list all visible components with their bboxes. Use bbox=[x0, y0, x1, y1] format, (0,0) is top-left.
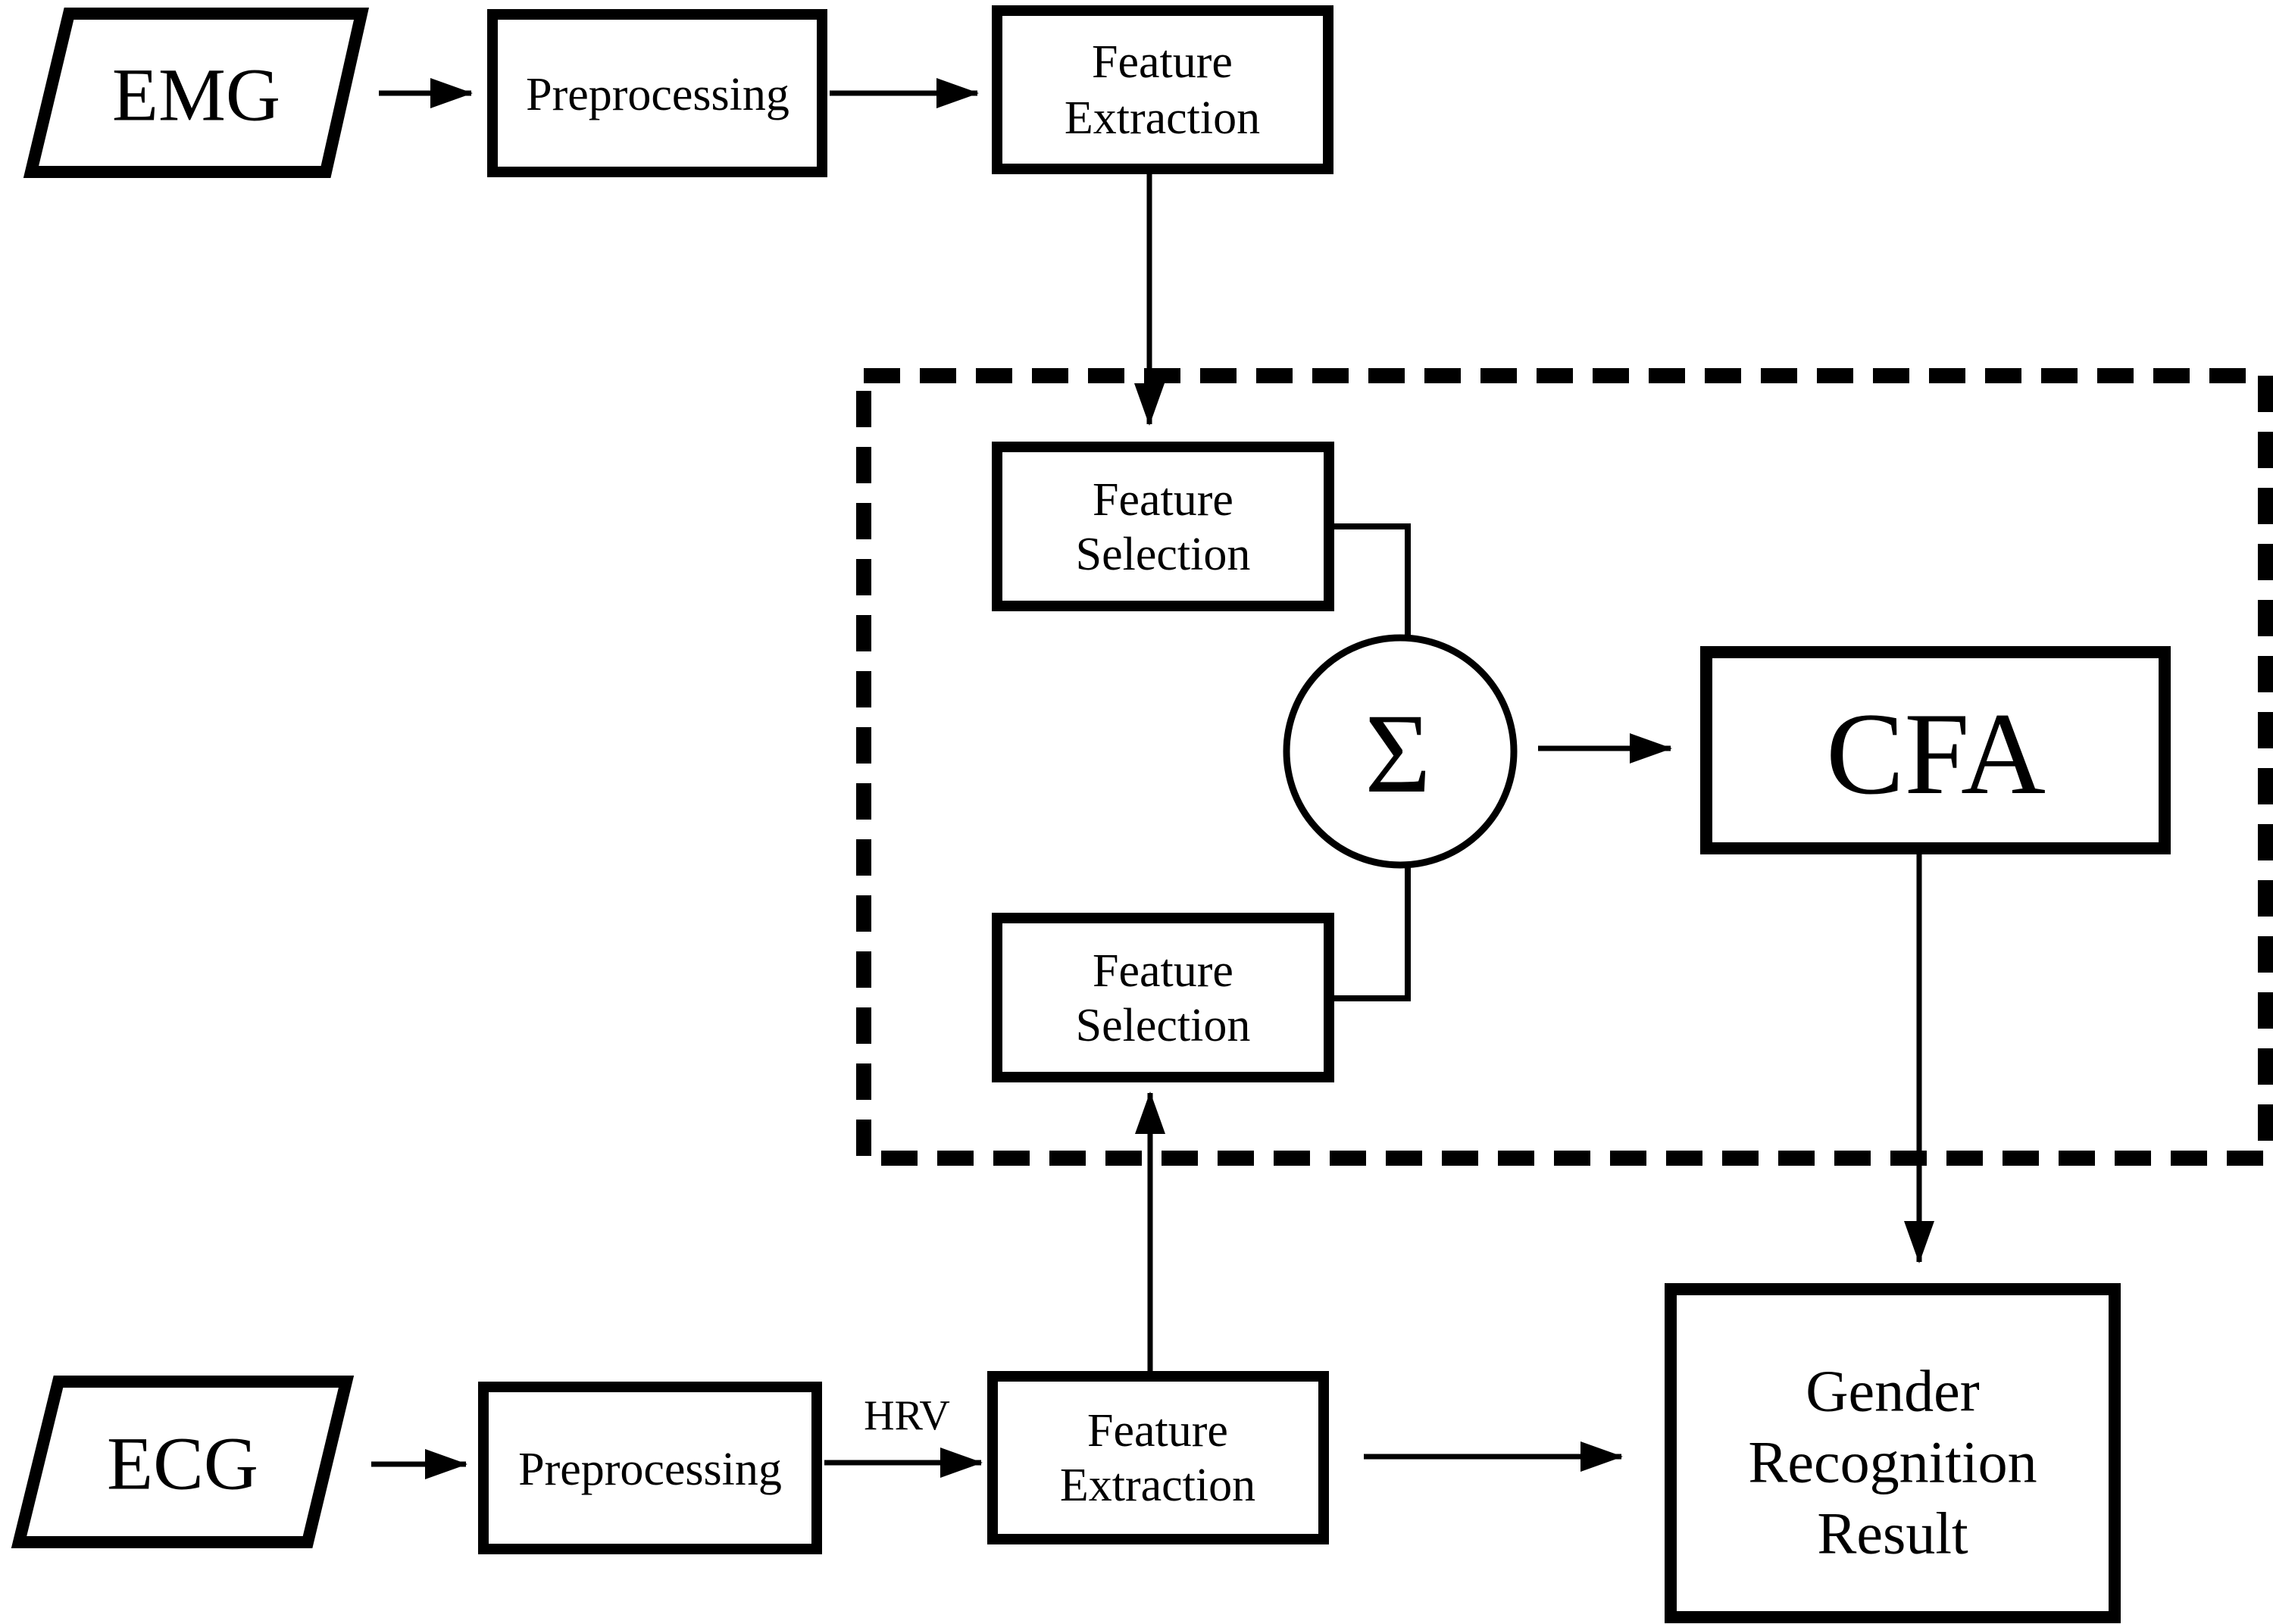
cfa-box bbox=[1700, 646, 2171, 854]
gender-result-label-line1: Gender bbox=[1806, 1358, 1980, 1424]
feature-extraction-bottom-box bbox=[987, 1371, 1329, 1544]
fusion-dashed-box bbox=[856, 368, 2273, 1166]
gender-result-label-line2: Recognition bbox=[1748, 1429, 2037, 1495]
preprocessing-bottom-box bbox=[478, 1382, 822, 1554]
feature-selection-top-box bbox=[992, 442, 1334, 611]
sum-circle bbox=[1283, 634, 1518, 869]
feature-extraction-top-label-line2: Extraction bbox=[1065, 92, 1260, 144]
preprocessing-top-label: Preprocessing bbox=[526, 69, 789, 120]
sum-label: Σ bbox=[1365, 691, 1430, 817]
ecg-parallelogram bbox=[11, 1376, 355, 1548]
feature-selection-top-label-line2: Selection bbox=[1076, 529, 1251, 580]
gender-result-box bbox=[1665, 1283, 2121, 1623]
hrv-label: HRV bbox=[864, 1392, 950, 1439]
emg-parallelogram bbox=[23, 8, 369, 178]
gender-result-label-line3: Result bbox=[1817, 1501, 1968, 1566]
feature-selection-bottom-box bbox=[992, 913, 1334, 1082]
feature-selection-bottom-label-line1: Feature bbox=[1093, 945, 1233, 997]
connector-feature-selection-bottom-to-sum bbox=[1329, 864, 1411, 1001]
feature-extraction-bottom-label-line2: Extraction bbox=[1060, 1460, 1255, 1511]
emg-label: EMG bbox=[112, 53, 280, 137]
feature-extraction-bottom-label-line1: Feature bbox=[1087, 1405, 1228, 1457]
feature-selection-top-label-line1: Feature bbox=[1093, 474, 1233, 526]
feature-extraction-top-box bbox=[992, 5, 1333, 174]
ecg-label: ECG bbox=[107, 1422, 258, 1506]
cfa-label: CFA bbox=[1826, 689, 2046, 819]
preprocessing-bottom-label: Preprocessing bbox=[518, 1444, 782, 1495]
connector-feature-selection-top-to-sum bbox=[1329, 523, 1411, 639]
preprocessing-top-box bbox=[487, 9, 827, 177]
feature-extraction-top-label-line1: Feature bbox=[1092, 36, 1233, 88]
feature-selection-bottom-label-line2: Selection bbox=[1076, 1000, 1251, 1051]
